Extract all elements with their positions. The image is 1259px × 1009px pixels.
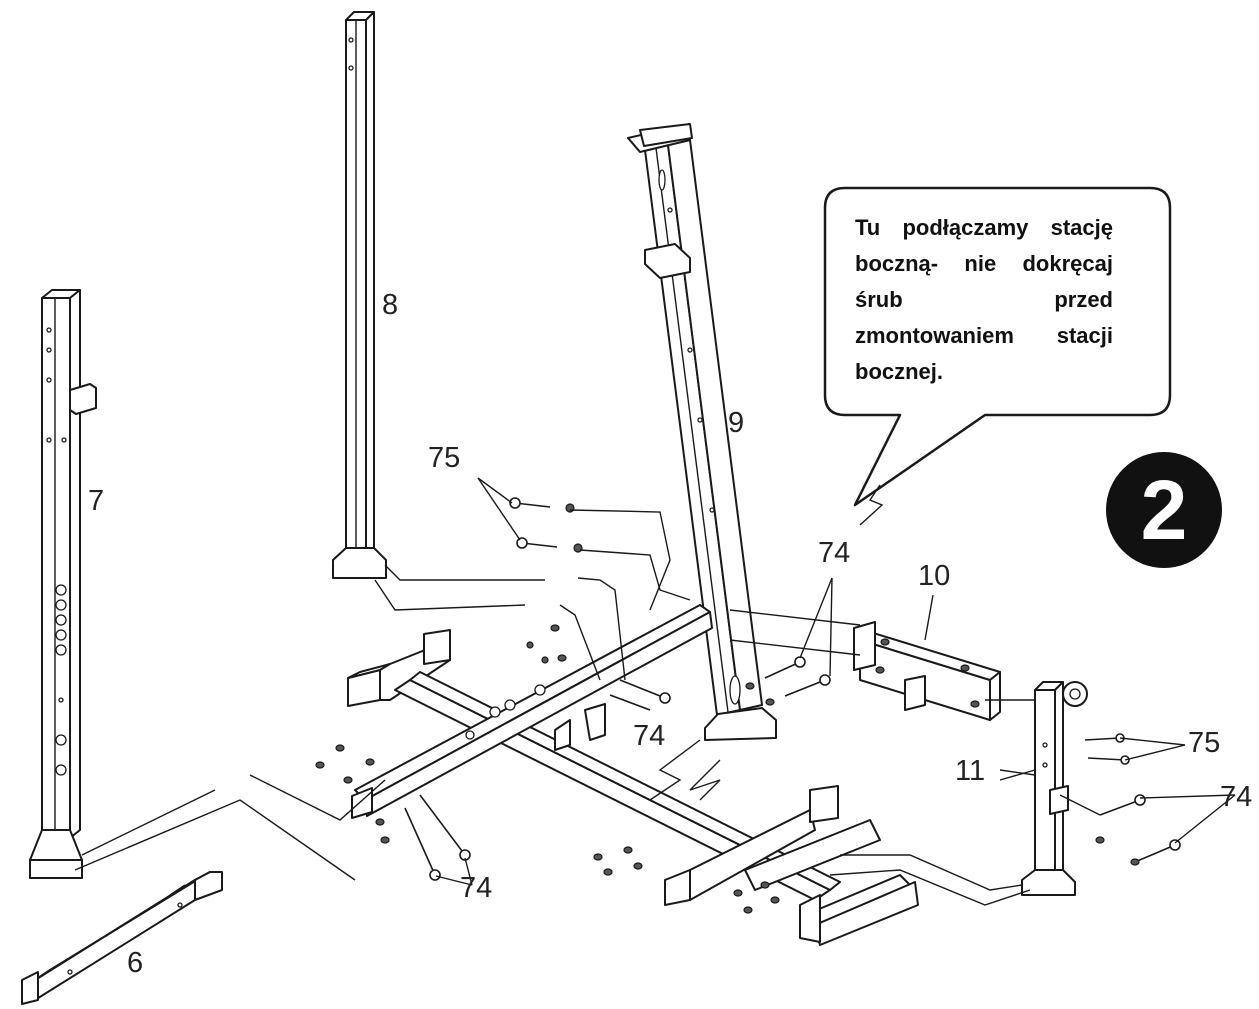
part-11-side-upright: [1021, 681, 1088, 896]
callout-bubble: [823, 186, 1172, 507]
label-hardware-75-top: 75: [428, 442, 460, 474]
label-part-8: 8: [382, 289, 398, 321]
leader-lines: [435, 477, 1236, 886]
part-6-front-tube: [21, 871, 223, 1005]
part-8-upright: [332, 11, 387, 579]
callout-pointer-zigzag: [859, 484, 884, 526]
label-part-9: 9: [728, 407, 744, 439]
label-hardware-75-right: 75: [1188, 727, 1220, 759]
label-part-7: 7: [88, 485, 104, 517]
label-part-6: 6: [127, 947, 143, 979]
step-number-badge: 2: [1106, 452, 1222, 568]
callout-text: Tu podłączamy stację boczną- nie dokręca…: [855, 215, 1113, 384]
part-7-upright: [29, 289, 97, 879]
label-part-10: 10: [918, 560, 950, 592]
part-9-inclined-arm: [627, 123, 777, 741]
label-hardware-74-bottom: 74: [460, 872, 492, 904]
label-part-11: 11: [955, 755, 985, 787]
label-hardware-74-center: 74: [633, 720, 665, 752]
label-hardware-74-top: 74: [818, 537, 850, 569]
assembly-guide-lines: [74, 509, 1101, 906]
base-frame: [347, 604, 919, 946]
label-hardware-74-right: 74: [1220, 781, 1252, 813]
